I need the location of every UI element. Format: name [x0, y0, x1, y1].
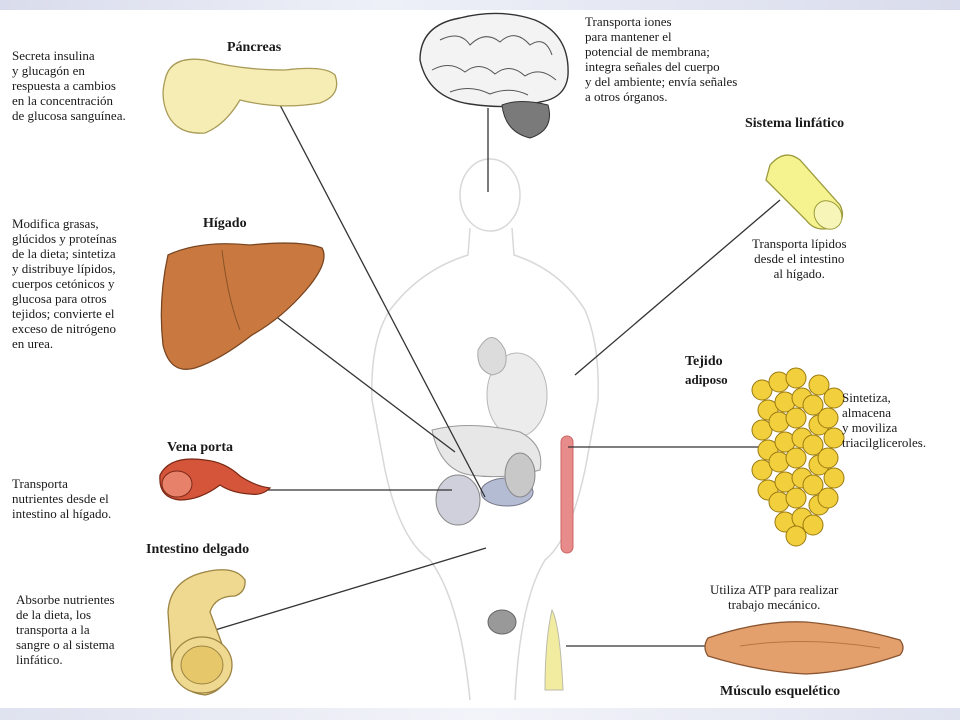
- adipose-globule: [802, 514, 824, 536]
- body-silhouette: [371, 158, 599, 701]
- adipose-globule: [823, 387, 845, 409]
- lymphatic-illustration: [765, 154, 844, 230]
- liver-connector: [261, 305, 456, 453]
- adipose-globule: [823, 427, 845, 449]
- liver-title: Hígado: [203, 216, 247, 231]
- adipose-globule: [823, 467, 845, 489]
- adipose-globule: [785, 447, 807, 469]
- skeletal-muscle-illustration: [704, 621, 904, 675]
- adipose-description: Sintetiza, almacena y moviliza triacilgl…: [842, 390, 927, 450]
- adipose-illustration: [751, 367, 845, 547]
- lymphatic-description: Transporta lípidos desde el intestino al…: [752, 236, 847, 281]
- brain-description: Transporta iones para mantener el potenc…: [585, 14, 738, 104]
- adipose-globule: [785, 525, 807, 547]
- liver-description: Modifica grasas, glúcidos y proteínas de…: [12, 216, 117, 351]
- small-intestine-illustration: [167, 569, 246, 696]
- top-decorative-band: [0, 0, 960, 10]
- adipose-globule: [817, 447, 839, 469]
- pancreas-title: Páncreas: [227, 40, 282, 55]
- portal-vein-illustration: [159, 458, 272, 501]
- adipose-globule: [785, 367, 807, 389]
- lymphatic-title: Sistema linfático: [745, 116, 845, 131]
- pancreas-description: Secreta insulina y glucagón en respuesta…: [12, 48, 126, 123]
- small-intestine-description: Absorbe nutrientes de la dieta, los tran…: [16, 592, 115, 667]
- adipose-globule: [802, 394, 824, 416]
- pancreas-connector: [279, 104, 486, 498]
- brain-illustration: [419, 12, 569, 139]
- skeletal-muscle-description: Utiliza ATP para realizar trabajo mecáni…: [710, 582, 839, 612]
- adipose-globule: [802, 474, 824, 496]
- adipose-globule: [808, 374, 830, 396]
- connector-lines: [214, 104, 781, 647]
- adipose-title-line2: adiposo: [685, 372, 728, 387]
- adipose-title-line1: Tejido: [685, 354, 723, 369]
- torso-organs: [431, 337, 574, 691]
- small-intestine-title: Intestino delgado: [146, 542, 250, 557]
- adipose-globule: [817, 407, 839, 429]
- adipose-globule: [802, 434, 824, 456]
- pancreas-illustration: [162, 58, 338, 134]
- adipose-globule: [751, 459, 773, 481]
- liver-illustration: [160, 242, 325, 370]
- adipose-globule: [817, 487, 839, 509]
- adipose-globule: [751, 379, 773, 401]
- bottom-decorative-band: [0, 708, 960, 720]
- adipose-globule: [785, 487, 807, 509]
- adipose-globule: [785, 407, 807, 429]
- intestine-connector: [214, 547, 487, 631]
- adipose-globule: [751, 419, 773, 441]
- lymphatic-connector: [574, 199, 781, 376]
- portal-vein-title: Vena porta: [167, 440, 233, 455]
- portal-vein-description: Transporta nutrientes desde el intestino…: [12, 476, 112, 521]
- skeletal-muscle-title: Músculo esquelético: [720, 684, 841, 699]
